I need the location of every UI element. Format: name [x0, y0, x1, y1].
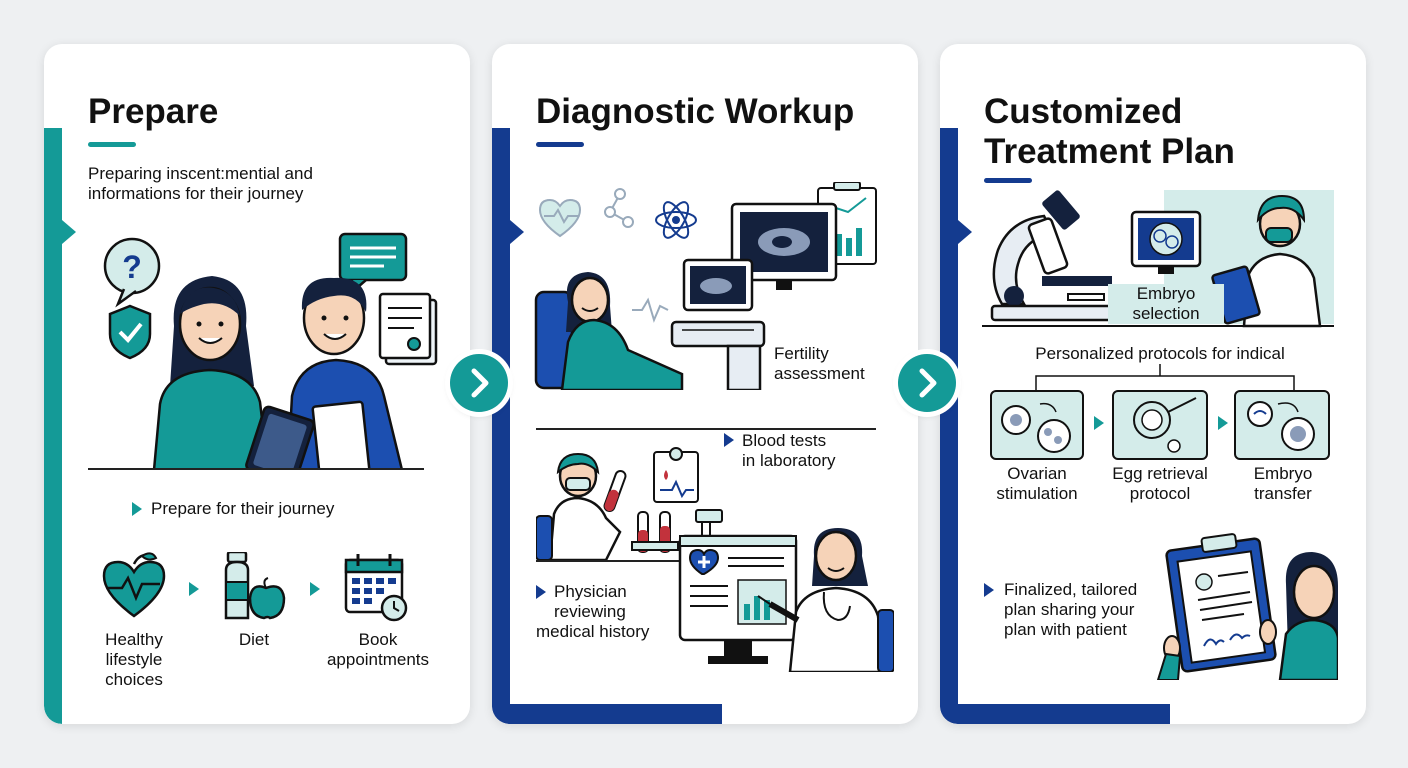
- final-plan-label: Finalized, tailored plan sharing your pl…: [1004, 580, 1138, 639]
- protocol-label: Egg retrieval protocol: [1112, 464, 1208, 503]
- ovarian-stimulation-icon: [990, 390, 1084, 460]
- clipboard: [1165, 533, 1277, 673]
- embryo-selection-label: Embryo selection: [1108, 284, 1224, 324]
- bullet-arrow-icon: [536, 585, 546, 599]
- heart-apple-icon: [102, 552, 166, 618]
- section-divider: [536, 560, 732, 562]
- flow-arrow-icon: [310, 582, 320, 596]
- svg-text:?: ?: [122, 249, 142, 285]
- atom-icon: [655, 201, 697, 239]
- calendar-icon: [344, 554, 408, 622]
- panel-accent-bar: [44, 128, 62, 724]
- panel-foot-bar: [492, 704, 722, 724]
- bullet-arrow-icon: [132, 502, 142, 516]
- flow-arrow-icon: [1094, 416, 1104, 430]
- microscope-icon: [990, 190, 1134, 322]
- question-icon: ?: [103, 237, 161, 308]
- section-heading: Prepare for their journey: [151, 499, 335, 518]
- title-underline: [88, 142, 136, 147]
- chat-bubble-icon: [338, 232, 408, 298]
- patient-figure: [534, 272, 684, 390]
- monitor: [678, 534, 798, 664]
- pulse-line: [632, 297, 669, 323]
- woman-figure: [152, 276, 270, 470]
- protocol-connector-lines: [1035, 364, 1295, 390]
- man-figure: [286, 277, 404, 470]
- heart-pulse-icon: [538, 198, 582, 238]
- molecule-icon: [604, 188, 634, 228]
- protocols-heading: Personalized protocols for indical: [1035, 344, 1285, 363]
- chevron-right-icon: [471, 368, 489, 398]
- panel-title: Prepare: [88, 92, 219, 131]
- panel-subtitle: Preparing inscent:mential and informatio…: [88, 164, 313, 203]
- panel-title: Customized Treatment Plan: [984, 92, 1235, 171]
- document-icon: [378, 292, 438, 366]
- illustration-baseline: [88, 468, 424, 470]
- panel-treatment-plan: Customized Treatment Plan: [940, 44, 1366, 724]
- couple-planning-illustration: ?: [103, 232, 438, 470]
- panel-accent-tab: [510, 220, 524, 244]
- flow-arrow-icon: [1218, 416, 1228, 430]
- clipboard-ecg: [653, 447, 699, 503]
- lab-test-tubes-icon: [536, 447, 733, 562]
- tube-rack: [631, 511, 679, 553]
- step-label: Fertility assessment: [774, 344, 865, 383]
- tablet-device: [245, 405, 315, 470]
- panel-accent-tab: [958, 220, 972, 244]
- diet-bottle-apple-icon: [224, 552, 286, 620]
- step-label: Physician reviewing medical history: [536, 582, 650, 641]
- bullet-arrow-icon: [724, 433, 734, 447]
- patient-figure: [1156, 552, 1338, 680]
- treatment-plan-clipboard-icon: [1156, 533, 1338, 680]
- panel-foot-bar: [940, 704, 1170, 724]
- panel-accent-bar: [940, 128, 958, 724]
- panel-diagnostic-workup: Diagnostic Workup: [492, 44, 918, 724]
- test-tube-holding: [603, 469, 627, 513]
- embryo-transfer-icon: [1234, 390, 1330, 460]
- panel-title: Diagnostic Workup: [536, 92, 855, 131]
- clinician-figure: [1211, 194, 1322, 328]
- protocol-label: Embryo transfer: [1253, 464, 1313, 503]
- ultrasound-illustration: [534, 182, 877, 390]
- protocol-label: Ovarian stimulation: [996, 464, 1078, 503]
- shield-check-icon: [108, 304, 152, 360]
- item-label: Diet: [238, 630, 270, 649]
- section-divider: [536, 428, 876, 430]
- flow-arrow-icon: [189, 582, 199, 596]
- egg-retrieval-icon: [1112, 390, 1208, 460]
- next-step-chevron: [450, 354, 508, 412]
- ultrasound-monitor: [730, 202, 838, 290]
- panel-prepare: Prepare Preparing inscent:mential and in…: [44, 44, 470, 724]
- panel-accent-bar: [492, 128, 510, 724]
- physician-figure: [757, 528, 894, 672]
- title-underline: [536, 142, 584, 147]
- bullet-arrow-icon: [984, 583, 994, 597]
- embryo-monitor: [1130, 210, 1202, 274]
- medical-record-monitor-icon: [678, 528, 894, 672]
- ultrasound-machine: [670, 258, 766, 390]
- lab-technician-figure: [536, 452, 622, 562]
- step-label: Blood tests in laboratory: [742, 431, 836, 470]
- next-step-chevron: [898, 354, 956, 412]
- panel-accent-tab: [62, 220, 76, 244]
- title-underline: [984, 178, 1032, 183]
- item-label: Book appointments: [326, 630, 430, 669]
- chevron-right-icon: [919, 368, 937, 398]
- item-label: Healthy lifestyle choices: [105, 630, 163, 689]
